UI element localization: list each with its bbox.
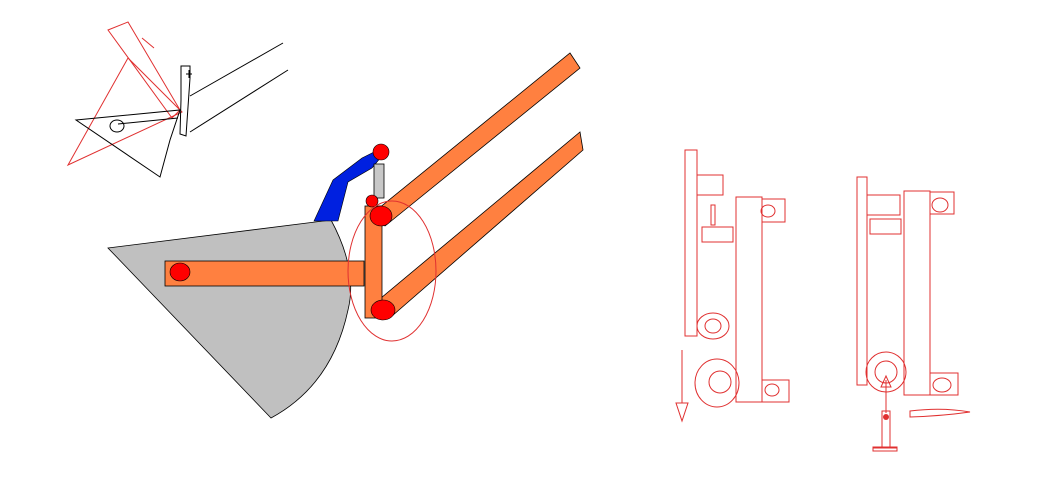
bucket-assembly <box>107 52 584 419</box>
thumbnail-black-lines <box>74 42 289 178</box>
thumbnail-red-lines <box>66 21 183 167</box>
pivot-pin-upper <box>369 205 393 227</box>
side-view-outline-1 <box>675 149 790 423</box>
lower-arm <box>374 131 584 317</box>
bucket <box>107 219 352 419</box>
hydraulic-cylinder <box>373 163 385 199</box>
pivot-pin-lower <box>370 299 396 321</box>
upper-arm <box>372 52 581 227</box>
pivot-pins <box>169 143 396 321</box>
highlight-ellipse <box>347 200 437 342</box>
pivot-pin-cylinder-top <box>372 143 390 161</box>
pivot-pin-small <box>365 194 379 208</box>
side-view-outline-2 <box>856 176 971 452</box>
thumbnail-sketch <box>66 21 289 178</box>
lower-link <box>164 260 365 287</box>
pivot-pin-link <box>169 262 191 282</box>
side-view-2-pin <box>883 414 889 420</box>
